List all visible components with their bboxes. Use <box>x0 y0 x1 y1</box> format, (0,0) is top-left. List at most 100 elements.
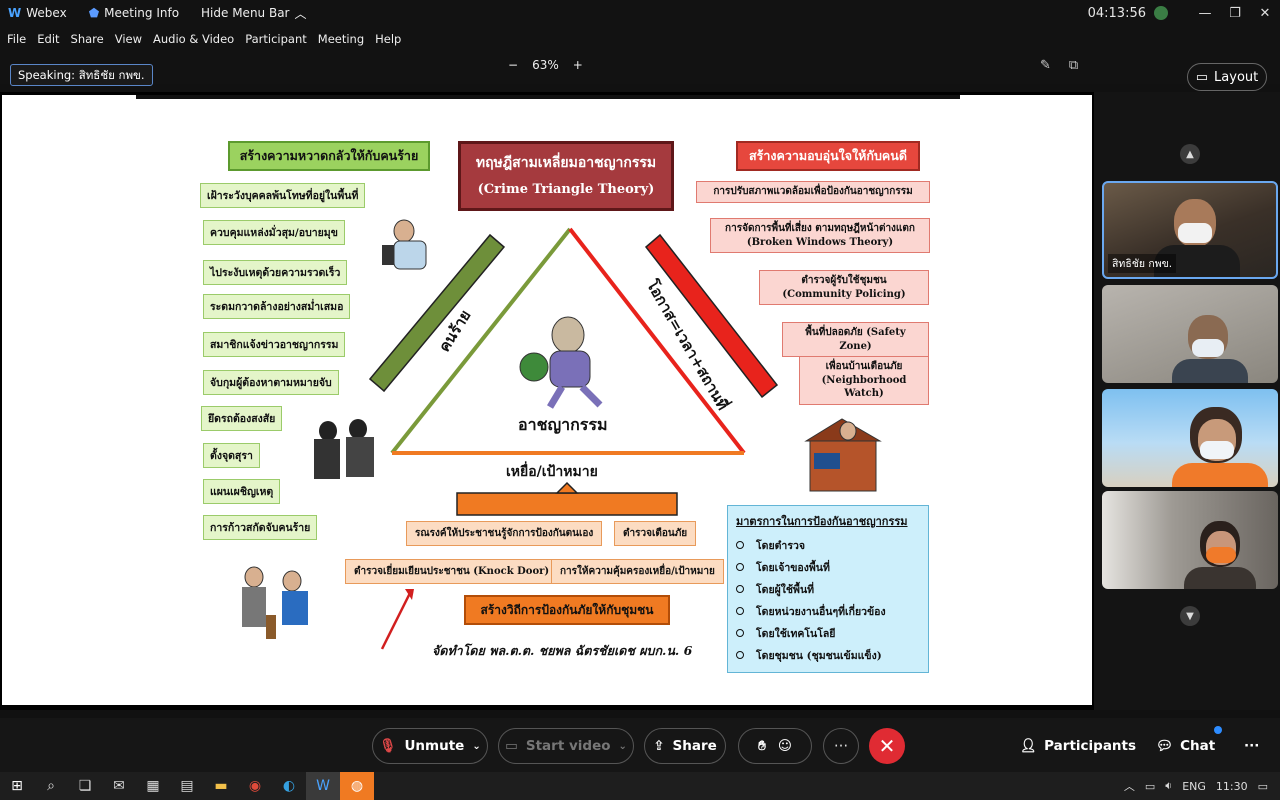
chevron-up-icon: ︿ <box>294 6 307 21</box>
left-item: แผนเผชิญเหตุ <box>203 479 281 504</box>
file-explorer-icon[interactable]: ▬ <box>214 778 228 794</box>
participant-tile[interactable] <box>1102 389 1278 487</box>
scroll-down-button[interactable]: ▼ <box>1180 606 1200 626</box>
zoom-out-button[interactable]: − <box>508 58 519 72</box>
share-screen-icon: ⇪ <box>653 738 665 754</box>
measure-item: โดยใช้เทคโนโลยี <box>736 622 920 644</box>
shared-content-stage: สร้างความหวาดกลัวให้กับคนร้าย ทฤษฎีสามเห… <box>0 92 1094 710</box>
measures-box: มาตรการในการป้องกันอาชญากรรม โดยตำรวจ โด… <box>727 505 929 673</box>
reactions-group: ✋︎ ☺ <box>738 728 812 764</box>
more-menu-button[interactable]: ··· <box>1244 738 1259 754</box>
face-mask <box>1192 339 1224 357</box>
slide-credit: จัดทำโดย พล.ต.ต. ชยพล ฉัตรชัยเดช ผบก.น. … <box>432 643 693 658</box>
participant-body <box>1154 245 1240 277</box>
menu-audio-video[interactable]: Audio & Video <box>153 32 235 46</box>
participant-tile[interactable] <box>1102 285 1278 383</box>
zoom-in-button[interactable]: + <box>572 58 583 72</box>
participant-tile[interactable] <box>1102 491 1278 589</box>
house-watch-clipart <box>804 418 882 492</box>
meeting-controls <box>0 718 1280 772</box>
pop-out-icon[interactable]: ⧉ <box>1068 58 1079 73</box>
webex-taskbar-icon[interactable]: W <box>306 772 340 800</box>
bottom-item: รณรงค์ให้ประชาชนรู้จักการป้องกันตนเอง <box>406 521 603 546</box>
shared-slide: สร้างความหวาดกลัวให้กับคนร้าย ทฤษฎีสามเห… <box>2 95 1092 705</box>
reaction-icon[interactable]: ☺ <box>777 738 792 754</box>
bullet-icon <box>736 607 744 615</box>
leave-meeting-button[interactable]: ✕ <box>869 728 905 764</box>
raise-hand-icon[interactable]: ✋︎ <box>758 738 766 754</box>
left-header: สร้างความหวาดกลัวให้กับคนร้าย <box>228 141 430 171</box>
meeting-info-button[interactable]: ⬟ Meeting Info <box>88 6 180 20</box>
notifications-icon[interactable]: ▭ <box>1257 779 1268 793</box>
more-icon: ··· <box>833 737 849 755</box>
share-button[interactable]: ⇪ Share <box>644 728 726 764</box>
search-icon[interactable]: ⌕ <box>47 778 55 794</box>
network-icon[interactable]: ▭ <box>1144 779 1156 793</box>
right-item: พื้นที่ปลอดภัย (Safety Zone) <box>782 322 929 357</box>
right-item: ตำรวจผู้รับใช้ชุมชน (Community Policing) <box>759 270 929 305</box>
left-item: ไประงับเหตุด้วยความรวดเร็ว <box>203 260 348 285</box>
edge-icon[interactable]: ◐ <box>282 778 296 794</box>
menu-meeting[interactable]: Meeting <box>317 32 365 46</box>
taskbar-clock[interactable]: 11:30 <box>1215 779 1248 793</box>
menu-view[interactable]: View <box>114 32 143 46</box>
calendar-icon[interactable]: ▤ <box>180 778 194 794</box>
participants-button[interactable]: 👤︎ Participants <box>1020 738 1137 754</box>
left-item: ตั้งจุดสุรา <box>203 443 260 468</box>
opportunity-arrow <box>644 233 779 399</box>
minimize-icon[interactable]: — <box>1198 5 1212 21</box>
calculator-icon[interactable]: ▦ <box>146 778 160 794</box>
victim-label: เหยื่อ/เป้าหมาย <box>506 464 598 480</box>
chat-button[interactable]: 💬︎ Chat <box>1156 726 1222 754</box>
windows-start-icon[interactable]: ⊞ <box>11 778 23 794</box>
menu-help[interactable]: Help <box>375 32 402 46</box>
menu-bar: File Edit Share View Audio & Video Parti… <box>0 26 1280 52</box>
title-bar: W Webex ⬟ Meeting Info Hide Menu Bar ︿ 0… <box>0 0 1280 26</box>
participant-body <box>1172 463 1268 487</box>
volume-icon[interactable]: 🔉︎ <box>1165 779 1173 792</box>
chevron-up-icon[interactable]: ︿ <box>1123 780 1135 793</box>
task-view-icon[interactable]: ❏ <box>78 778 92 794</box>
restore-icon[interactable]: ❐ <box>1229 5 1241 21</box>
red-pointer-arrow-head <box>405 589 414 600</box>
hide-menu-bar-button[interactable]: Hide Menu Bar ︿ <box>201 6 307 21</box>
face-mask <box>1200 441 1234 459</box>
chrome-icon[interactable]: ◉ <box>248 778 262 794</box>
system-tray: ︿ ▭ 🔉︎ ENG 11:30 ▭ <box>1124 778 1268 794</box>
more-options-button[interactable]: ··· <box>823 728 859 764</box>
microphone-muted-icon: 🎙︎ <box>379 738 397 754</box>
close-icon[interactable]: ✕ <box>1259 5 1271 21</box>
video-off-icon: ▭ <box>505 738 518 754</box>
participant-body <box>1172 359 1248 383</box>
scroll-up-button[interactable]: ▲ <box>1180 144 1200 164</box>
menu-share[interactable]: Share <box>70 32 104 46</box>
thief-clipart <box>519 316 603 409</box>
bottom-item: ตำรวจเตือนภัย <box>614 521 697 546</box>
bullet-icon <box>736 651 744 659</box>
start-video-button[interactable]: ▭ Start video ⌄ <box>498 728 634 764</box>
bullet-icon <box>736 541 744 549</box>
measure-item: โดยหน่วยงานอื่นๆที่เกี่ยวข้อง <box>736 600 920 622</box>
bottom-item: ตำรวจเยี่ยมเยียนประชาชน (Knock Door) <box>345 559 559 584</box>
layout-button[interactable]: ▭ Layout <box>1187 63 1267 91</box>
menu-file[interactable]: File <box>7 32 27 46</box>
participants-icon: 👤︎ <box>1020 738 1038 754</box>
speaking-indicator: Speaking: สิทธิชัย กพข. <box>10 64 153 86</box>
chat-notification-dot <box>1214 726 1222 734</box>
left-item: เฝ้าระวังบุคคลพ้นโทษที่อยู่ในพื้นที่ <box>200 183 366 208</box>
menu-participant[interactable]: Participant <box>245 32 307 46</box>
offender-arrow <box>368 233 506 393</box>
annotate-icon[interactable]: ✎ <box>1040 58 1051 73</box>
shield-icon: ⬟ <box>88 6 100 20</box>
line-app-icon[interactable]: ◍ <box>340 772 374 800</box>
input-language[interactable]: ENG <box>1182 779 1206 793</box>
measure-item: โดยเจ้าของพื้นที่ <box>736 556 920 578</box>
bottom-item: การให้ความคุ้มครองเหยื่อ/เป้าหมาย <box>551 559 724 584</box>
crime-label: อาชญากรรม <box>518 415 608 434</box>
slide-title: ทฤษฎีสามเหลี่ยมอาชญากรรม (Crime Triangle… <box>458 141 674 211</box>
menu-edit[interactable]: Edit <box>37 32 60 46</box>
mail-icon[interactable]: ✉ <box>113 778 125 794</box>
participant-tile-active-speaker[interactable]: สิทธิชัย กพข. <box>1102 181 1278 279</box>
unmute-button[interactable]: 🎙︎ Unmute ⌄ <box>372 728 488 764</box>
measure-item: โดยตำรวจ <box>736 534 920 556</box>
